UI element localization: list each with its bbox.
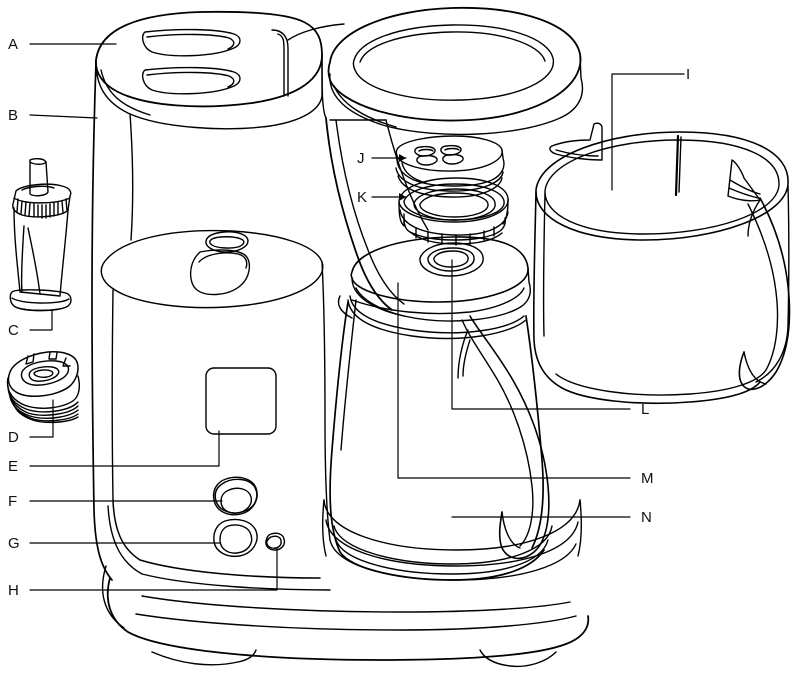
callout-label-E: E [8,458,19,475]
machine-base [101,499,590,668]
callout-label-J: J [357,150,365,167]
leader-B [29,114,98,119]
brew-head-lid [327,6,584,136]
callout-label-N: N [641,509,652,526]
callout-label-M: M [641,470,654,487]
callout-label-I: I [686,66,691,83]
display-screen-shape [205,367,277,435]
leader-D [29,399,54,438]
water-reservoir-part [532,122,791,404]
leader-E [29,430,220,467]
leader-L [451,259,631,410]
callout-label-L: L [641,401,650,418]
water-filter-cartridge-part [9,157,72,312]
leader-H [29,548,278,591]
leader-C [29,309,53,331]
callout-leader-lines [29,43,685,591]
callout-label-D: D [8,429,19,446]
leader-M [397,282,631,479]
callout-label-H: H [8,582,19,599]
showerhead-part [395,135,505,198]
leader-I [611,73,685,191]
filter-holder-base-part [6,351,81,424]
filter-basket-collar-part [398,177,509,246]
callout-label-G: G [8,535,20,552]
callout-label-F: F [8,493,18,510]
callout-label-K: K [357,189,368,206]
callout-label-B: B [8,107,19,124]
callout-label-A: A [8,36,19,53]
callout-label-C: C [8,322,19,339]
control-panel [205,367,286,558]
